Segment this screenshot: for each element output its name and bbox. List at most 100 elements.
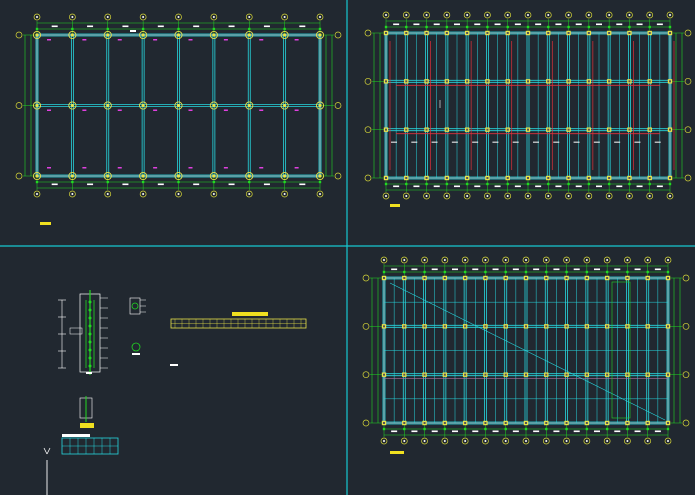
dimension-tick xyxy=(463,427,467,431)
column-core xyxy=(318,174,322,178)
column-core xyxy=(486,128,489,131)
column-core xyxy=(587,177,590,179)
beam-notation xyxy=(472,141,479,143)
axis-bubble-top xyxy=(644,256,652,264)
column-core xyxy=(646,422,649,424)
dimension-tick xyxy=(423,427,426,431)
dimension-text xyxy=(452,430,458,433)
column-core xyxy=(318,103,322,108)
ucs-y-mark xyxy=(46,447,51,455)
axis-bubble-bottom xyxy=(624,437,631,445)
dimension-text xyxy=(636,23,643,26)
column-core xyxy=(423,373,426,376)
axis-bubble-bottom xyxy=(421,437,428,445)
beam-elevation-title xyxy=(232,312,268,316)
axis-bubble-label xyxy=(567,14,570,16)
axis-bubble-right xyxy=(334,31,342,39)
column-marker xyxy=(32,101,42,110)
dimension-tick xyxy=(626,270,629,274)
column-core xyxy=(567,32,570,34)
dimension-text xyxy=(454,23,460,26)
column-marker xyxy=(209,171,218,181)
column-core xyxy=(383,277,385,279)
dimension-text xyxy=(228,183,235,186)
beam-notation xyxy=(533,141,539,143)
axis-bubble-top xyxy=(69,13,76,21)
axis-bubble-label xyxy=(319,193,321,195)
axis-bubble-label xyxy=(648,195,651,197)
dimension-text xyxy=(433,23,440,26)
axis-bubble-right xyxy=(334,172,342,180)
column-core xyxy=(318,33,322,37)
column-core xyxy=(405,80,408,83)
axis-bubble-left xyxy=(15,172,23,180)
column-core xyxy=(425,177,428,179)
column-core xyxy=(587,128,590,131)
dimension-text xyxy=(616,23,623,26)
column-core xyxy=(525,277,527,279)
dimension-tick xyxy=(605,427,609,431)
column-marker xyxy=(68,101,77,110)
panel-bottom-left-details[interactable] xyxy=(43,290,307,495)
dimension-tick xyxy=(587,25,591,29)
axis-bubble-label xyxy=(585,440,588,442)
dimension-text xyxy=(454,185,460,188)
axis-bubble-label xyxy=(443,440,446,442)
dimension-tick xyxy=(668,25,672,29)
column-core xyxy=(484,277,487,279)
axis-bubble-top xyxy=(104,13,112,21)
beam-notation xyxy=(391,141,397,143)
panel-top-left-plan[interactable] xyxy=(15,13,342,225)
column-marker xyxy=(174,30,183,40)
beam-notation xyxy=(573,141,580,143)
dimension-tick xyxy=(141,27,145,31)
panel-bottom-right-plan[interactable] xyxy=(362,256,690,454)
dimension-text xyxy=(494,185,501,188)
axis-bubble-top xyxy=(400,256,408,264)
column-core xyxy=(486,177,489,179)
footing-label xyxy=(153,167,158,169)
axis-bubble-label xyxy=(587,195,590,197)
column-core xyxy=(585,422,588,424)
axis-bubble-bottom xyxy=(644,437,652,445)
axis-bubble-bottom xyxy=(504,192,512,200)
dimension-tick xyxy=(212,27,216,31)
axis-bubble-label xyxy=(425,14,428,16)
column-core xyxy=(466,177,469,179)
footing-label xyxy=(188,109,193,111)
axis-bubble-label xyxy=(506,14,509,16)
dimension-tick xyxy=(35,27,39,31)
axis-bubble-label xyxy=(504,440,507,442)
footing-label xyxy=(188,39,193,41)
axis-bubble-left xyxy=(362,274,370,282)
dimension-tick xyxy=(445,182,449,186)
panel-top-right-plan[interactable] xyxy=(364,11,692,207)
column-core xyxy=(35,33,39,37)
axis-bubble-right xyxy=(684,77,692,85)
column-core xyxy=(506,128,509,131)
dimension-tick xyxy=(71,27,74,31)
axis-bubble-label xyxy=(527,14,529,16)
axis-bubble-top xyxy=(666,11,674,19)
dimension-tick xyxy=(666,427,670,431)
dimension-tick xyxy=(403,270,406,274)
column-core xyxy=(425,80,428,83)
detail-note xyxy=(170,364,178,366)
column-core xyxy=(212,33,216,37)
axis-bubble-bottom xyxy=(626,192,633,200)
axis-bubble-label xyxy=(545,440,548,442)
axis-bubble-bottom xyxy=(175,190,182,198)
dimension-tick xyxy=(547,182,550,186)
axis-bubble-top xyxy=(463,11,471,19)
axis-bubble-bottom xyxy=(443,192,451,200)
column-core xyxy=(669,32,671,34)
dimension-text xyxy=(553,268,560,271)
column-core xyxy=(608,128,611,131)
beam-notation xyxy=(634,141,641,143)
footing-label xyxy=(47,167,51,169)
axis-bubble-label xyxy=(547,14,550,16)
column-core xyxy=(443,373,446,376)
dimension-tick xyxy=(565,270,568,274)
